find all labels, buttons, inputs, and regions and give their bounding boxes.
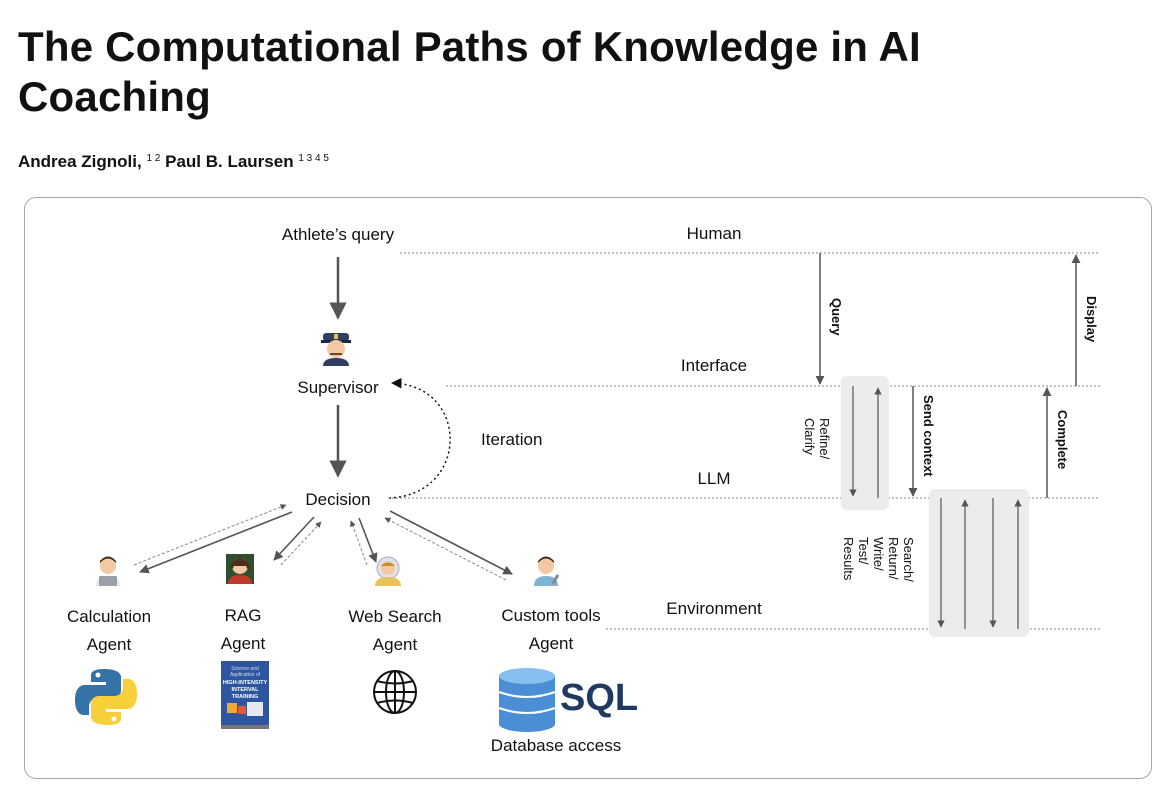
police-officer-icon bbox=[321, 333, 351, 366]
page-title: The Computational Paths of Knowledge in … bbox=[18, 23, 921, 120]
rag-to-decision-arrow bbox=[280, 521, 322, 566]
custom-agent-label: Custom tools bbox=[501, 606, 600, 625]
decision-to-custom-arrow bbox=[389, 510, 513, 575]
calc-to-decision-arrow bbox=[133, 504, 287, 566]
env-flow-label-1: Search/ bbox=[901, 537, 916, 582]
teacher-icon bbox=[226, 554, 254, 584]
env-flow-label-5: Results bbox=[841, 537, 856, 581]
rag-agent-label: RAG bbox=[225, 606, 262, 625]
web-to-decision-arrow bbox=[350, 520, 368, 566]
query-flow-label: Query bbox=[829, 298, 844, 336]
svg-text:TRAINING: TRAINING bbox=[232, 694, 259, 700]
send-context-label: Send context bbox=[921, 395, 936, 477]
environment-layer-label: Environment bbox=[666, 599, 762, 618]
author-affiliation: 1 3 4 5 bbox=[298, 153, 329, 164]
iteration-label: Iteration bbox=[481, 430, 542, 449]
calc-agent-label-2: Agent bbox=[87, 635, 132, 654]
rag-agent-label-2: Agent bbox=[221, 634, 266, 653]
python-logo-icon bbox=[75, 669, 137, 725]
refine-flow-label: Refine/ bbox=[817, 418, 832, 460]
web-agent-label-2: Agent bbox=[373, 635, 418, 654]
technologist-icon bbox=[96, 556, 120, 586]
web-agent-label: Web Search bbox=[348, 607, 441, 626]
custom-to-decision-arrow bbox=[384, 517, 507, 581]
athlete-query-label: Athlete’s query bbox=[282, 225, 395, 244]
book-cover-icon: Science and Application of HIGH-INTENSIT… bbox=[221, 661, 269, 729]
llm-layer-label: LLM bbox=[697, 469, 730, 488]
env-flow-label-3: Write/ bbox=[871, 537, 886, 571]
mechanic-icon bbox=[534, 556, 560, 586]
author-name: Paul B. Laursen bbox=[165, 152, 294, 171]
decision-label: Decision bbox=[305, 490, 370, 509]
author-name: Andrea Zignoli, bbox=[18, 152, 142, 171]
database-access-label: Database access bbox=[491, 736, 621, 755]
author-affiliation: 1 2 bbox=[146, 153, 161, 164]
environment-region bbox=[929, 489, 1029, 637]
supervisor-label: Supervisor bbox=[297, 378, 379, 397]
iteration-loop-arrow bbox=[388, 378, 451, 499]
custom-agent-label-2: Agent bbox=[529, 634, 574, 653]
astronaut-icon bbox=[375, 556, 401, 586]
calc-agent-label: Calculation bbox=[67, 607, 151, 626]
svg-text:Science and: Science and bbox=[231, 666, 259, 672]
refine-region bbox=[841, 376, 889, 510]
decision-to-web-arrow bbox=[358, 517, 378, 563]
sql-label: SQL bbox=[560, 677, 638, 719]
database-icon bbox=[498, 668, 556, 732]
clarify-flow-label: Clarify bbox=[802, 418, 817, 455]
svg-text:Application of: Application of bbox=[230, 672, 261, 678]
svg-text:INTERVAL: INTERVAL bbox=[232, 687, 260, 693]
figure-panel bbox=[24, 197, 1152, 779]
human-layer-label: Human bbox=[687, 224, 742, 243]
svg-text:HIGH-INTENSITY: HIGH-INTENSITY bbox=[223, 680, 268, 686]
decision-to-rag-arrow bbox=[273, 516, 315, 561]
globe-icon bbox=[373, 670, 417, 714]
env-flow-label-2: Return/ bbox=[886, 537, 901, 580]
display-flow-label: Display bbox=[1084, 296, 1099, 343]
interface-layer-label: Interface bbox=[681, 356, 747, 375]
env-flow-label-4: Test/ bbox=[856, 537, 871, 565]
complete-flow-label: Complete bbox=[1055, 410, 1070, 469]
decision-to-calc-arrow bbox=[139, 511, 293, 574]
author-line: Andrea Zignoli, 1 2 Paul B. Laursen 1 3 … bbox=[18, 152, 329, 172]
